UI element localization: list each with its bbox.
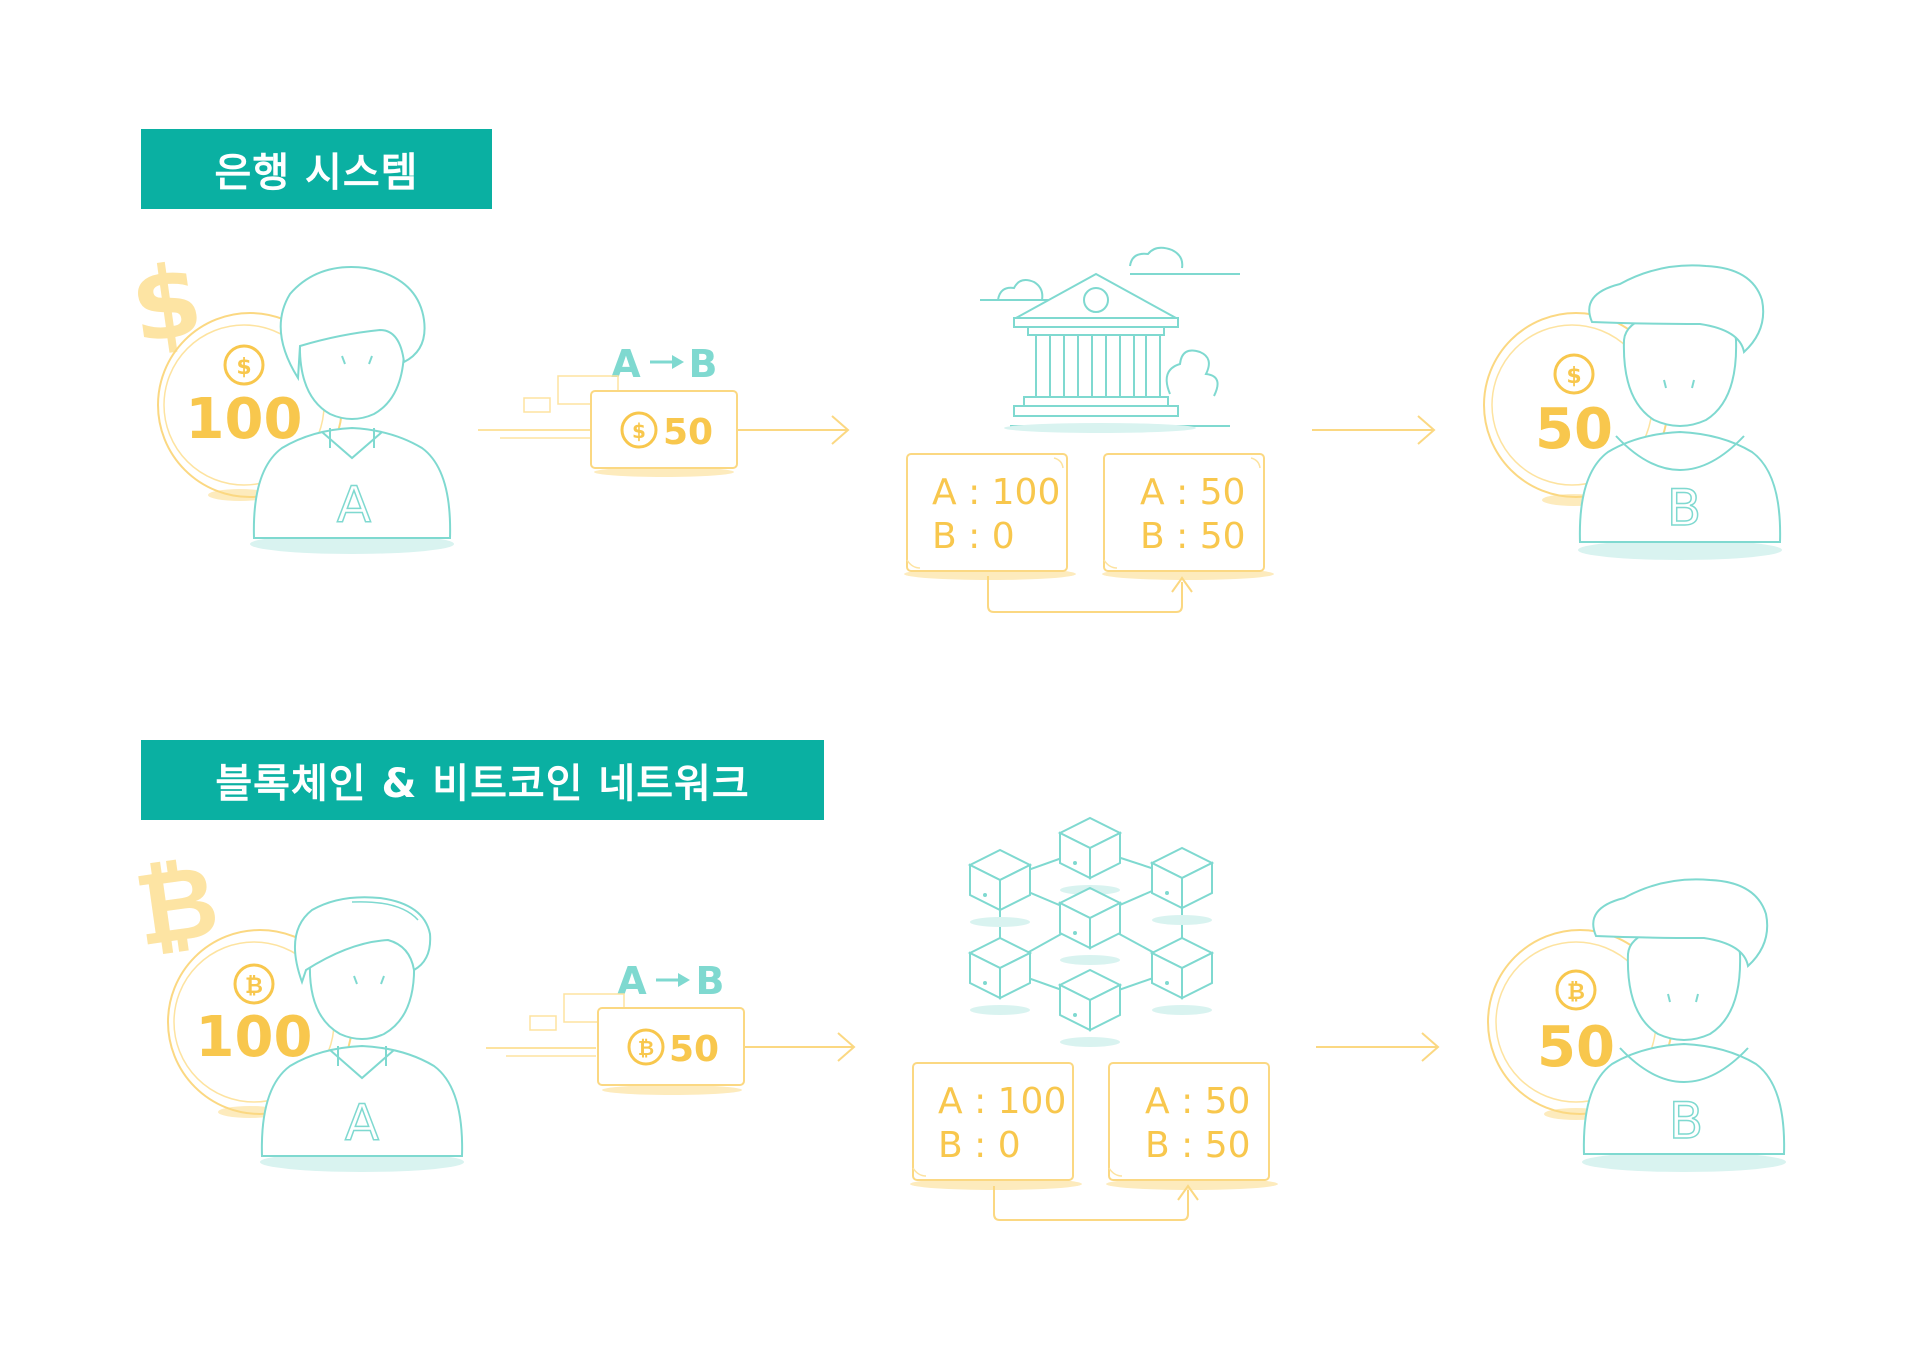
section-title-blockchain: 블록체인 & 비트코인 네트워크 — [141, 740, 824, 820]
ledger-before-line1: A : 100 — [938, 1081, 1066, 1122]
sender-person-a: $ 100 A — [157, 266, 454, 554]
ledger-before: A : 100 B : 0 — [910, 1062, 1082, 1190]
ledger-update-arrow — [987, 576, 1183, 613]
coin-dollar-icon: $ — [223, 344, 265, 386]
transfer-to: B — [696, 959, 725, 1003]
arrow-right-icon — [672, 355, 684, 369]
block-cube-icon — [1057, 968, 1123, 1047]
bitcoin-icon: ₿ — [128, 842, 225, 969]
receiver-label: B — [1669, 1092, 1703, 1150]
block-cube-icon — [967, 936, 1033, 1015]
receiver-balance: 50 — [1535, 397, 1613, 462]
ledger-after-line2: B : 50 — [1145, 1125, 1251, 1166]
svg-text:₿: ₿ — [1567, 980, 1585, 1005]
sender-balance: 100 — [186, 387, 303, 452]
sender-person-a: ₿ 100 A — [167, 896, 464, 1172]
block-cube-icon — [1057, 886, 1123, 965]
section-title-bank: 은행 시스템 — [141, 129, 492, 209]
blockchain-network-icon — [967, 816, 1215, 1047]
ledger-after: A : 50 B : 50 — [1106, 1062, 1278, 1190]
block-cube-icon — [967, 848, 1033, 927]
coin-bitcoin-icon: ₿ — [627, 1028, 665, 1066]
arrow-right-icon — [831, 415, 850, 445]
coin-dollar-icon: $ — [1553, 353, 1595, 395]
arrow-right-icon — [678, 973, 690, 987]
sender-label: A — [345, 1094, 379, 1152]
ledger-after-line2: B : 50 — [1140, 516, 1246, 557]
section-bank: $ $ 100 A A B — [124, 241, 1782, 613]
arrow-right-icon — [837, 1032, 856, 1062]
coin-bitcoin-icon: ₿ — [1555, 969, 1597, 1011]
ledger-before-line2: B : 0 — [932, 516, 1015, 557]
transfer-from: A — [617, 959, 647, 1003]
transfer-card: A B $ 50 — [478, 342, 850, 477]
receiver-person-b: ₿ 50 B — [1487, 878, 1786, 1172]
svg-text:₿: ₿ — [245, 974, 263, 999]
ledger-before-line1: A : 100 — [932, 472, 1060, 513]
transfer-to: B — [689, 342, 718, 386]
transfer-amount: 50 — [663, 412, 713, 453]
receiver-balance: 50 — [1537, 1015, 1615, 1080]
transfer-amount: 50 — [669, 1029, 719, 1070]
sender-balance: 100 — [196, 1005, 313, 1070]
ledger-before-line2: B : 0 — [938, 1125, 1021, 1166]
coin-bitcoin-icon: ₿ — [233, 963, 275, 1005]
ledger-update-arrow — [993, 1186, 1189, 1221]
block-cube-icon — [1149, 936, 1215, 1015]
svg-text:$: $ — [1566, 364, 1581, 389]
coin-dollar-icon: $ — [620, 411, 658, 449]
block-cube-icon — [1149, 846, 1215, 925]
sender-label: A — [337, 476, 371, 534]
receiver-label: B — [1667, 479, 1701, 537]
section-blockchain: ₿ ₿ 100 A A B — [128, 816, 1786, 1221]
block-cube-icon — [1057, 816, 1123, 895]
svg-text:$: $ — [632, 419, 646, 443]
svg-text:$: $ — [236, 355, 251, 380]
ledger-before: A : 100 B : 0 — [904, 453, 1076, 580]
dollar-icon: $ — [124, 241, 209, 367]
arrow-right-icon — [1421, 1032, 1440, 1062]
transfer-card: A B ₿ 50 — [486, 959, 856, 1095]
transfer-from: A — [611, 342, 641, 386]
arrow-right-icon — [1417, 415, 1436, 445]
receiver-person-b: $ 50 B — [1483, 264, 1782, 560]
ledger-after-line1: A : 50 — [1140, 472, 1245, 513]
ledger-after: A : 50 B : 50 — [1102, 453, 1274, 580]
svg-text:₿: ₿ — [638, 1036, 654, 1060]
ledger-after-line1: A : 50 — [1145, 1081, 1250, 1122]
bank-building-icon — [980, 246, 1240, 433]
